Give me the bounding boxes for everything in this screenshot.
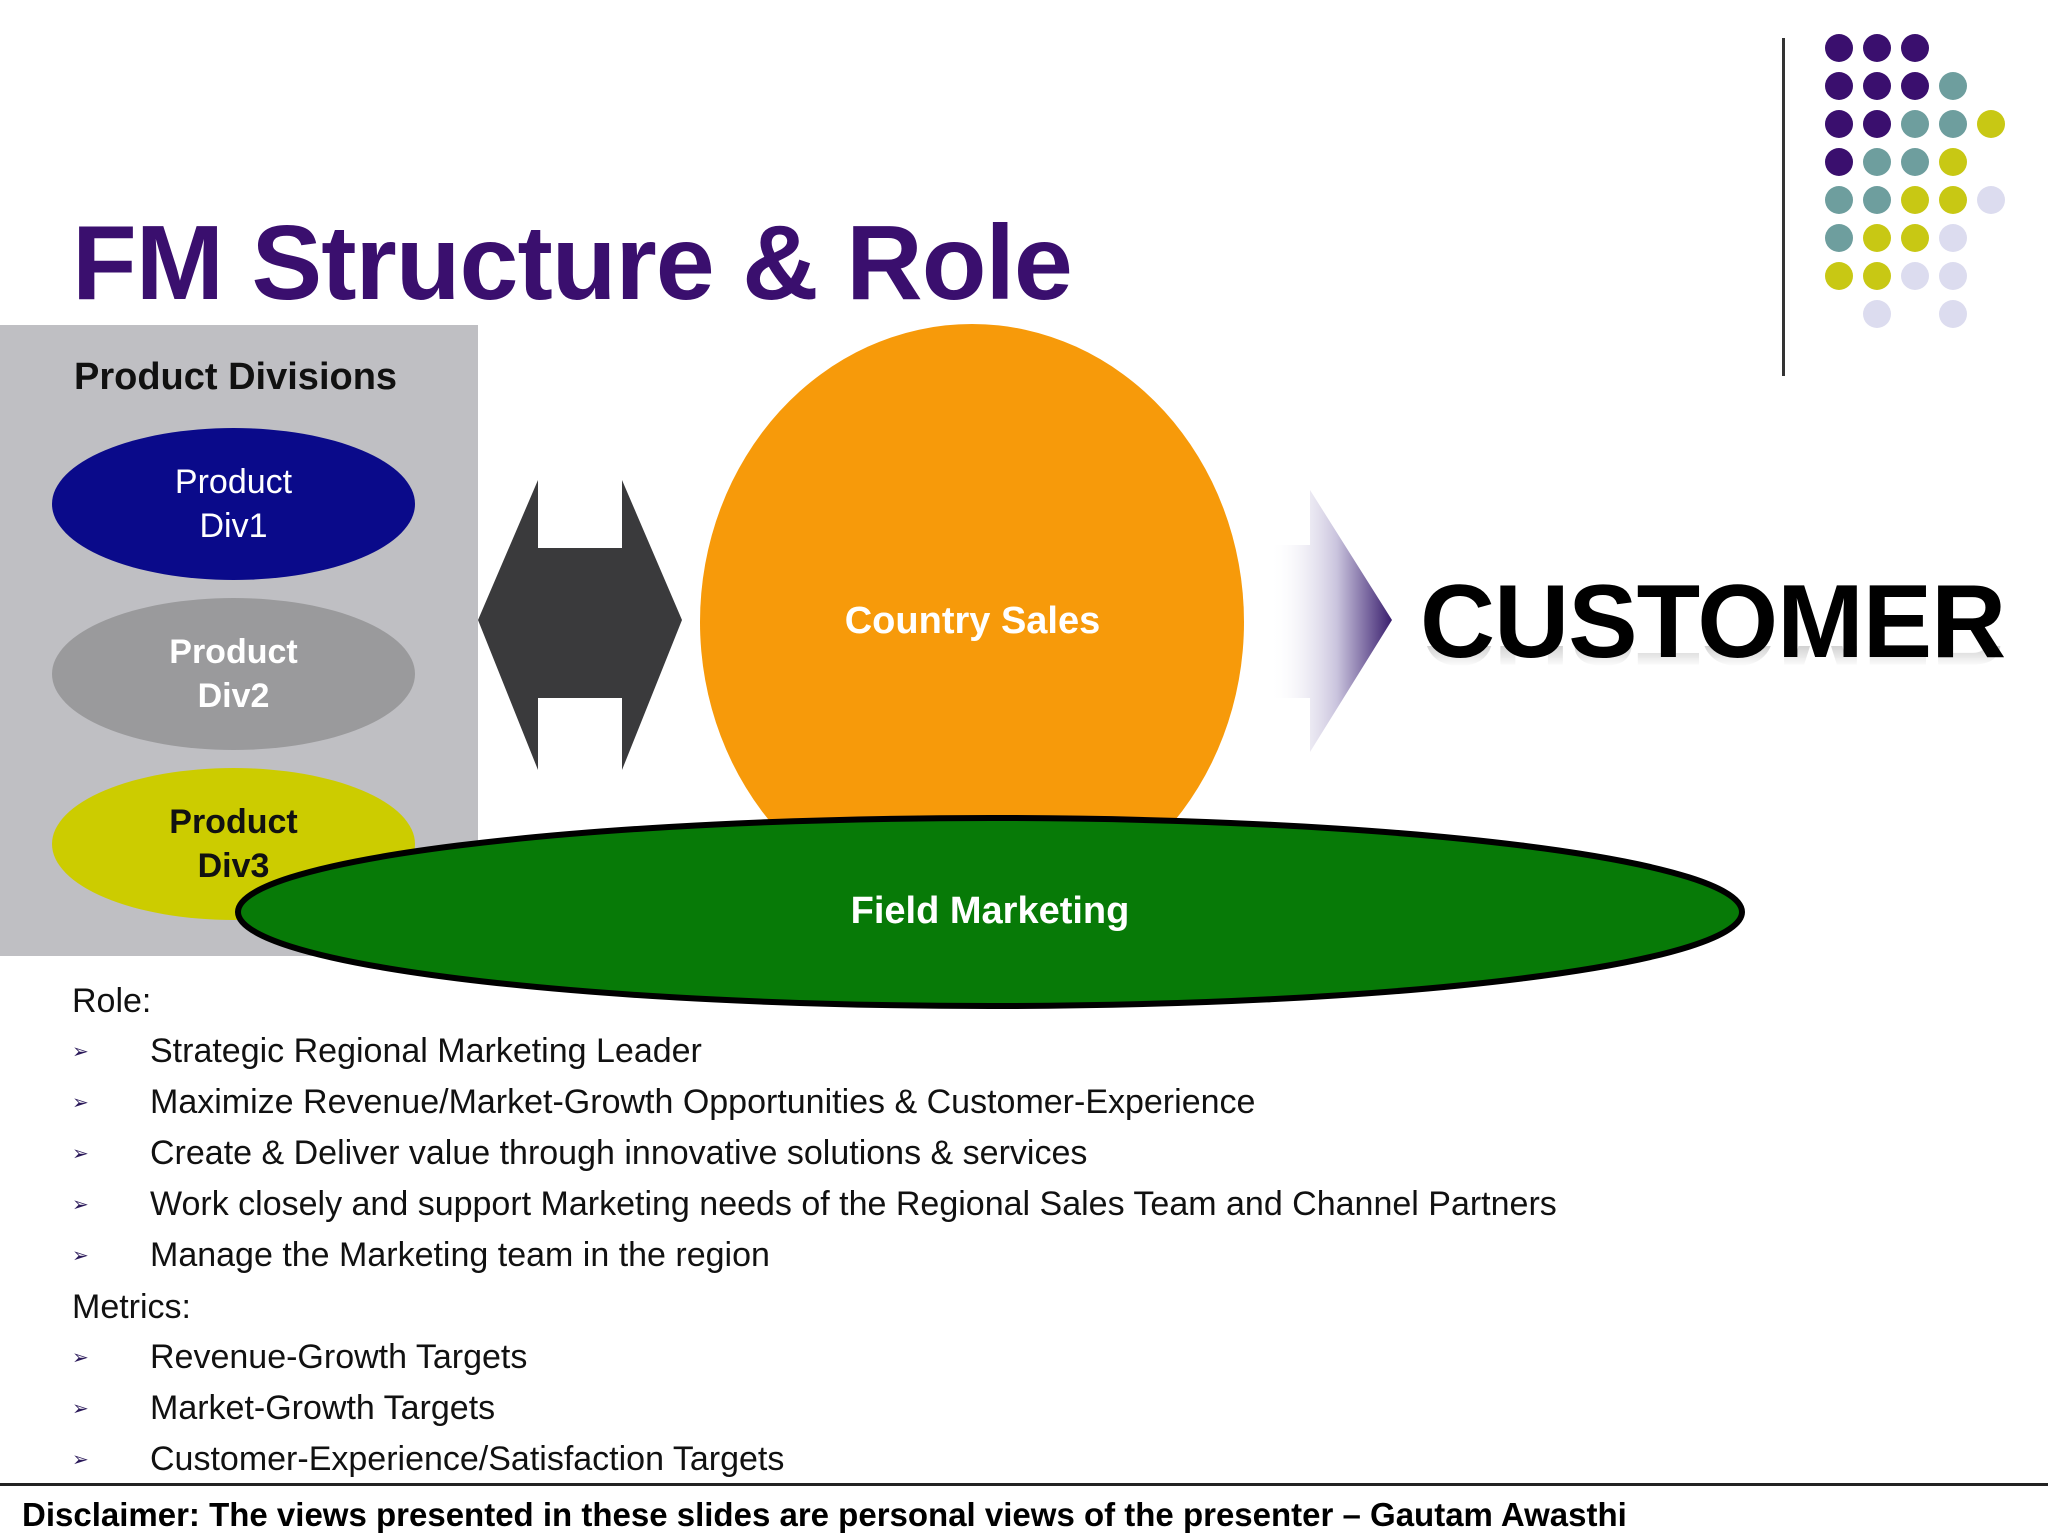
field-marketing-ellipse [235,815,1745,1009]
role-item-text: Strategic Regional Marketing Leader [150,1032,702,1070]
footer-rule [0,1483,2048,1486]
decorative-dot [1901,186,1929,214]
decorative-dot [1901,262,1929,290]
decorative-dot [1939,72,1967,100]
decorative-dot [1939,224,1967,252]
divider-line [1782,38,1785,376]
decorative-dot [1825,224,1853,252]
bullet-arrow-icon: ➢ [72,1245,89,1267]
disclaimer-text: Disclaimer: The views presented in these… [22,1496,1627,1533]
list-item: ➢ Work closely and support Marketing nee… [72,1185,1557,1224]
decorative-dot [1901,148,1929,176]
metrics-item-text: Market-Growth Targets [150,1389,496,1427]
decorative-dot [1939,262,1967,290]
role-heading: Role: [72,982,152,1020]
decorative-dot [1863,186,1891,214]
list-item: ➢ Create & Deliver value through innovat… [72,1134,1087,1173]
decorative-dot [1825,186,1853,214]
double-arrow-icon [478,480,682,770]
role-item-text: Manage the Marketing team in the region [150,1236,770,1274]
decorative-dot [1901,72,1929,100]
decorative-dot [1825,72,1853,100]
decorative-dot [1977,186,2005,214]
decorative-dot [1901,110,1929,138]
bullet-arrow-icon: ➢ [72,1347,89,1369]
decorative-dot [1939,186,1967,214]
decorative-dot [1863,224,1891,252]
decorative-dot [1863,110,1891,138]
list-item: ➢ Maximize Revenue/Market-Growth Opportu… [72,1083,1255,1122]
product-div2-label: Product Div2 [169,632,298,715]
product-div3-label: Product Div3 [169,802,298,885]
customer-label: CUSTOMER [1420,564,2006,680]
decorative-dot [1825,34,1853,62]
product-divisions-title: Product Divisions [74,356,398,398]
decorative-dot [1939,148,1967,176]
decorative-dot [1901,224,1929,252]
decorative-dot [1863,262,1891,290]
decorative-dot [1863,34,1891,62]
metrics-heading: Metrics: [72,1288,191,1326]
slide-title: FM Structure & Role [72,204,1073,322]
customer-arrow-icon [1270,490,1392,752]
role-item-text: Maximize Revenue/Market-Growth Opportuni… [150,1083,1256,1121]
role-item-text: Create & Deliver value through innovativ… [150,1134,1088,1172]
list-item: ➢ Manage the Marketing team in the regio… [72,1236,770,1275]
bullet-arrow-icon: ➢ [72,1398,89,1420]
bullet-arrow-icon: ➢ [72,1449,89,1471]
decorative-dot [1825,262,1853,290]
decorative-dot [1863,148,1891,176]
decorative-dot [1863,300,1891,328]
metrics-item-text: Revenue-Growth Targets [150,1338,528,1376]
decorative-dot [1977,110,2005,138]
list-item: ➢ Customer-Experience/Satisfaction Targe… [72,1440,784,1479]
product-div1-label: Product Div1 [174,462,293,545]
list-item: ➢ Strategic Regional Marketing Leader [72,1032,702,1071]
metrics-item-text: Customer-Experience/Satisfaction Targets [150,1440,785,1478]
country-sales-label: Country Sales [844,600,1101,642]
product-div2-oval: Product Div2 [52,598,415,750]
role-item-text: Work closely and support Marketing needs… [150,1185,1557,1223]
country-sales-circle [700,324,1244,920]
field-marketing-label: Field Marketing [850,890,1130,932]
list-item: ➢ Revenue-Growth Targets [72,1338,527,1377]
decorative-dot [1939,110,1967,138]
bullet-arrow-icon: ➢ [72,1092,89,1114]
bullet-arrow-icon: ➢ [72,1041,89,1063]
decorative-dot [1863,72,1891,100]
decorative-dot [1825,148,1853,176]
list-item: ➢ Market-Growth Targets [72,1389,495,1428]
product-div1-oval: Product Div1 [52,428,415,580]
decorative-dot [1825,110,1853,138]
bullet-arrow-icon: ➢ [72,1194,89,1216]
bullet-arrow-icon: ➢ [72,1143,89,1165]
decorative-dot [1939,300,1967,328]
customer-reflection: CUSTOMER [1420,646,2005,680]
decorative-dot [1901,34,1929,62]
